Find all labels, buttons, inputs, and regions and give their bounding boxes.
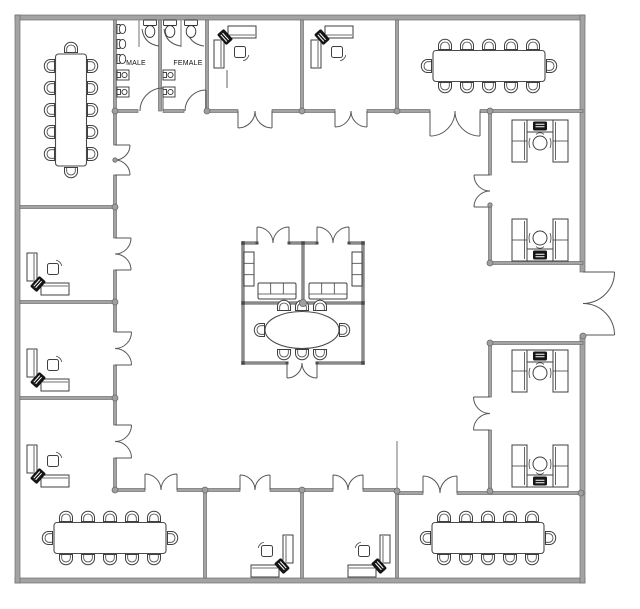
door-office-top-2: [334, 110, 368, 128]
meeting-room-center: [253, 299, 351, 361]
office-left-2: [27, 349, 69, 391]
toilet-icon: [143, 19, 157, 38]
room-conference-bottom-left: [42, 511, 177, 564]
door-female-restroom: [184, 89, 207, 112]
workstation: [512, 350, 568, 392]
door-conference-top-left: [114, 144, 131, 176]
office-top-2: [311, 26, 353, 68]
office-left-1: [27, 253, 69, 295]
workstation-room-right-lower: [512, 350, 568, 487]
oval-meeting-table: [264, 310, 340, 350]
room-conference-top-left: [44, 42, 97, 177]
toilet-icon: [184, 19, 198, 38]
bookshelf: [243, 251, 255, 287]
outer-walls: [14, 14, 586, 584]
door-conference-bottom-left: [144, 473, 178, 491]
urinal-icon: [116, 38, 127, 50]
workstation-room-right-upper: [512, 120, 568, 261]
urinal-icon: [116, 53, 127, 65]
door-workstations-upper: [473, 174, 491, 208]
door-main-entrance: [582, 271, 615, 336]
l-desk-set: [27, 253, 69, 295]
door-office-top-1: [237, 110, 273, 129]
sink-icon: [162, 86, 176, 98]
door-workstations-lower: [473, 396, 491, 431]
office-top-1: [214, 26, 256, 88]
office-left-3: [27, 445, 69, 487]
l-desk-set: [27, 349, 69, 391]
lounge-right: [308, 251, 363, 300]
male-restroom-label: MALE: [126, 60, 146, 67]
door-office-left-3: [114, 424, 132, 459]
sink-icon: [162, 69, 176, 81]
sofa: [308, 282, 348, 300]
restroom-male: MALE: [116, 19, 157, 98]
sink-icon: [116, 86, 130, 98]
l-desk-set: [311, 26, 353, 68]
l-desk-set: [348, 535, 390, 577]
door-conference-top-right: [429, 110, 481, 137]
l-desk-set: [251, 535, 293, 577]
workstation: [512, 445, 568, 487]
l-desk-set: [214, 26, 256, 68]
conference-table-set: [420, 511, 555, 564]
conference-table-set: [421, 39, 556, 92]
door-office-left-2: [114, 331, 132, 366]
door-lounge-right: [316, 226, 350, 244]
female-restroom-label: FEMALE: [173, 60, 202, 67]
office-bottom-1: [251, 535, 293, 577]
lounge-left: [243, 251, 297, 300]
sink-icon: [116, 69, 130, 81]
door-office-bottom-2: [332, 474, 364, 491]
urinal-icon: [116, 23, 127, 35]
bookshelf: [351, 251, 363, 287]
room-conference-top-right: [421, 39, 556, 92]
sofa: [257, 282, 297, 300]
door-stall-female-1: [163, 28, 182, 47]
door-office-bottom-1: [239, 474, 271, 491]
wall-junction-dots: [111, 107, 587, 497]
office-bottom-2: [348, 535, 390, 577]
door-office-left-1: [114, 237, 132, 271]
restroom-female: FEMALE: [162, 19, 203, 98]
door-lounge-left: [256, 226, 290, 244]
l-desk-set: [27, 445, 69, 487]
conference-table-set: [42, 511, 177, 564]
door-stall-male: [141, 28, 160, 47]
workstation: [512, 120, 568, 162]
conference-table-set: [44, 42, 97, 177]
door-meeting-room: [286, 362, 318, 379]
workstation: [512, 219, 568, 261]
door-conference-bottom-right: [422, 475, 458, 494]
room-conference-bottom-right: [420, 511, 555, 564]
